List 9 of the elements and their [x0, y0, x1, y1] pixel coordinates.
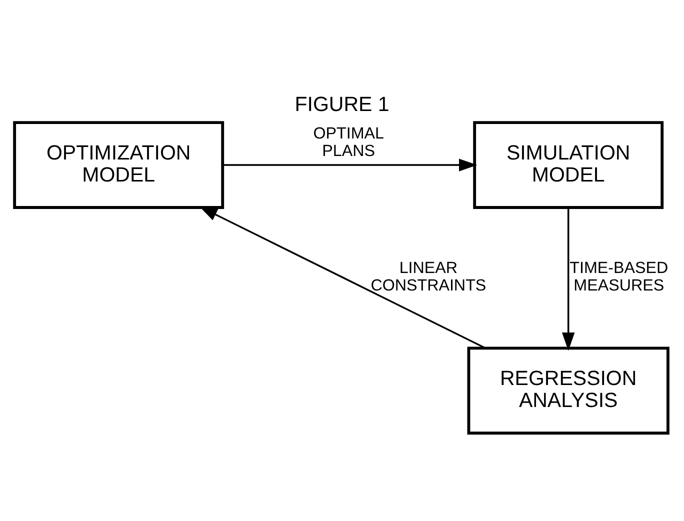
diagram-title: FIGURE 1	[294, 92, 390, 116]
arrow	[222, 158, 478, 171]
node-box: SIMULATION MODEL	[473, 120, 664, 208]
edge-label: OPTIMAL PLANS	[313, 124, 384, 160]
edge-label: LINEAR CONSTRAINTS	[370, 258, 486, 294]
node-box: OPTIMIZATION MODEL	[13, 120, 224, 208]
arrow	[562, 207, 575, 350]
edge-label: TIME-BASED MEASURES	[570, 258, 668, 294]
node-box: REGRESSION ANALYSIS	[467, 346, 670, 434]
